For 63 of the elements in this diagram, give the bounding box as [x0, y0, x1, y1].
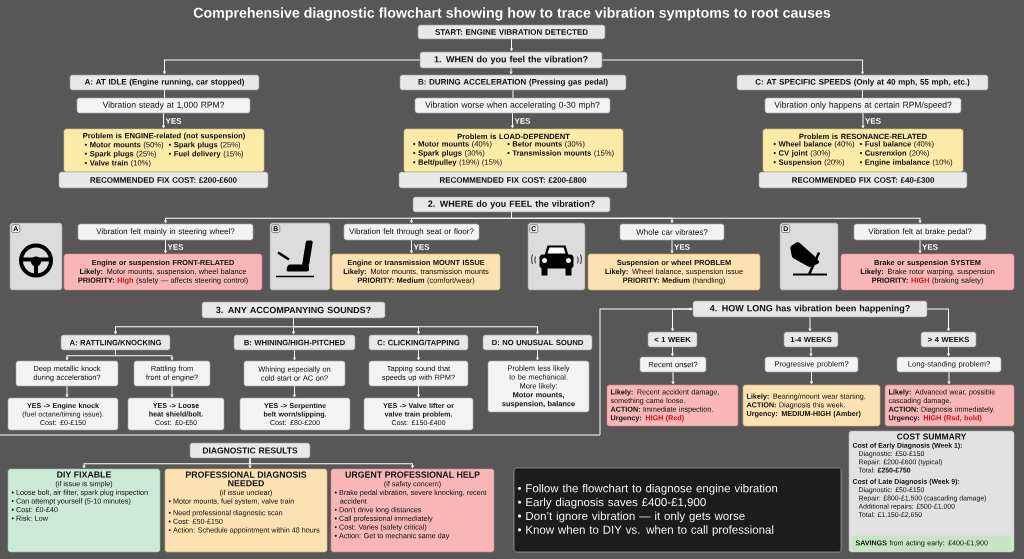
cost-box: RECOMMENDED FIX COST: £200-£800 [398, 171, 628, 189]
question-box: Vibration felt through seat or floor? [343, 223, 480, 241]
edge-label: YES [412, 243, 431, 251]
arrow [947, 371, 951, 385]
arrow [293, 385, 296, 398]
arrow [511, 112, 514, 129]
question-box: Vibration felt at brake pedal? [853, 223, 987, 241]
title: Comprehensive diagnostic flowchart showing how to trace vibration symptoms to root causes [193, 7, 831, 21]
question-box: Vibration felt mainly in steering wheel? [77, 223, 254, 241]
arrow [509, 67, 513, 75]
arrow [809, 346, 813, 357]
arrow [947, 346, 951, 357]
arrow [510, 38, 513, 52]
cost-box: RECOMMENDED FIX COST: £40-£300 [758, 171, 968, 189]
arrow [65, 385, 69, 398]
branch-header: A: AT IDLE (Engine running, car stopped) [69, 74, 260, 91]
connector-line [512, 89, 514, 99]
arrow [293, 349, 296, 361]
arrow [511, 211, 922, 224]
arrow [926, 308, 951, 332]
cost-box: RECOMMENDED FIX COST: £200-£600 [58, 171, 269, 189]
arrow [293, 317, 539, 335]
arrow [115, 349, 174, 361]
step-box: 1. WHEN do you feel the vibration? [419, 51, 603, 69]
connector-line [862, 89, 863, 99]
summary-panel: • Follow the flowchart to diagnose engine vibration • Early diagnosis saves £400-£1,900 • Don’t ignore vibration — it only gets worse • Know when to DIY vs. when to call professional [513, 467, 842, 553]
start-box: START: ENGINE VIBRATION DETECTED [417, 24, 606, 40]
edge-label: YES [166, 243, 185, 251]
arrow [162, 112, 165, 129]
question-box: Vibration only happens at certain RPM/speed? [764, 97, 962, 114]
arrow [671, 346, 674, 357]
arrow [918, 239, 922, 254]
step-box: 4. HOW LONG has vibration been happening? [692, 300, 928, 318]
arrow [163, 59, 421, 75]
connector-line [164, 89, 165, 99]
arrow [417, 349, 420, 361]
edge-label: YES [921, 243, 939, 251]
arrow [810, 371, 814, 385]
arrow [599, 307, 693, 436]
branch-header: B: DURING ACCELERATION (Pressing gas pedal) [399, 74, 627, 91]
arrow [601, 59, 865, 75]
arrow [670, 239, 674, 254]
question-box: Vibration worse when accelerating 0-30 mph? [414, 97, 611, 114]
arrow [808, 316, 812, 332]
arrow [410, 239, 413, 254]
arrow [249, 457, 414, 469]
results-header: DIAGNOSTIC RESULTS [189, 442, 311, 459]
edge-label: YES [164, 117, 183, 125]
arrow [170, 385, 174, 398]
arrow [417, 385, 420, 398]
step-box: 3. ANY ACCOMPANYING SOUNDS? [201, 301, 386, 319]
branch-header: C: AT SPECIFIC SPEEDS (Only at 40 mph, 55 mph, etc.) [736, 74, 989, 91]
arrow [671, 371, 675, 385]
arrow [536, 349, 539, 361]
edge-label: YES [513, 117, 532, 125]
question-box: Whole car vibrates? [619, 223, 725, 241]
arrow [671, 308, 694, 332]
step-box: 2. WHERE do you FEEL the vibration? [412, 196, 611, 213]
arrow [164, 239, 167, 254]
edge-label: YES [673, 243, 691, 251]
question-box: Vibration steady at 1,000 RPM? [76, 97, 251, 114]
edge-label: YES [864, 117, 882, 125]
arrow [861, 112, 865, 129]
